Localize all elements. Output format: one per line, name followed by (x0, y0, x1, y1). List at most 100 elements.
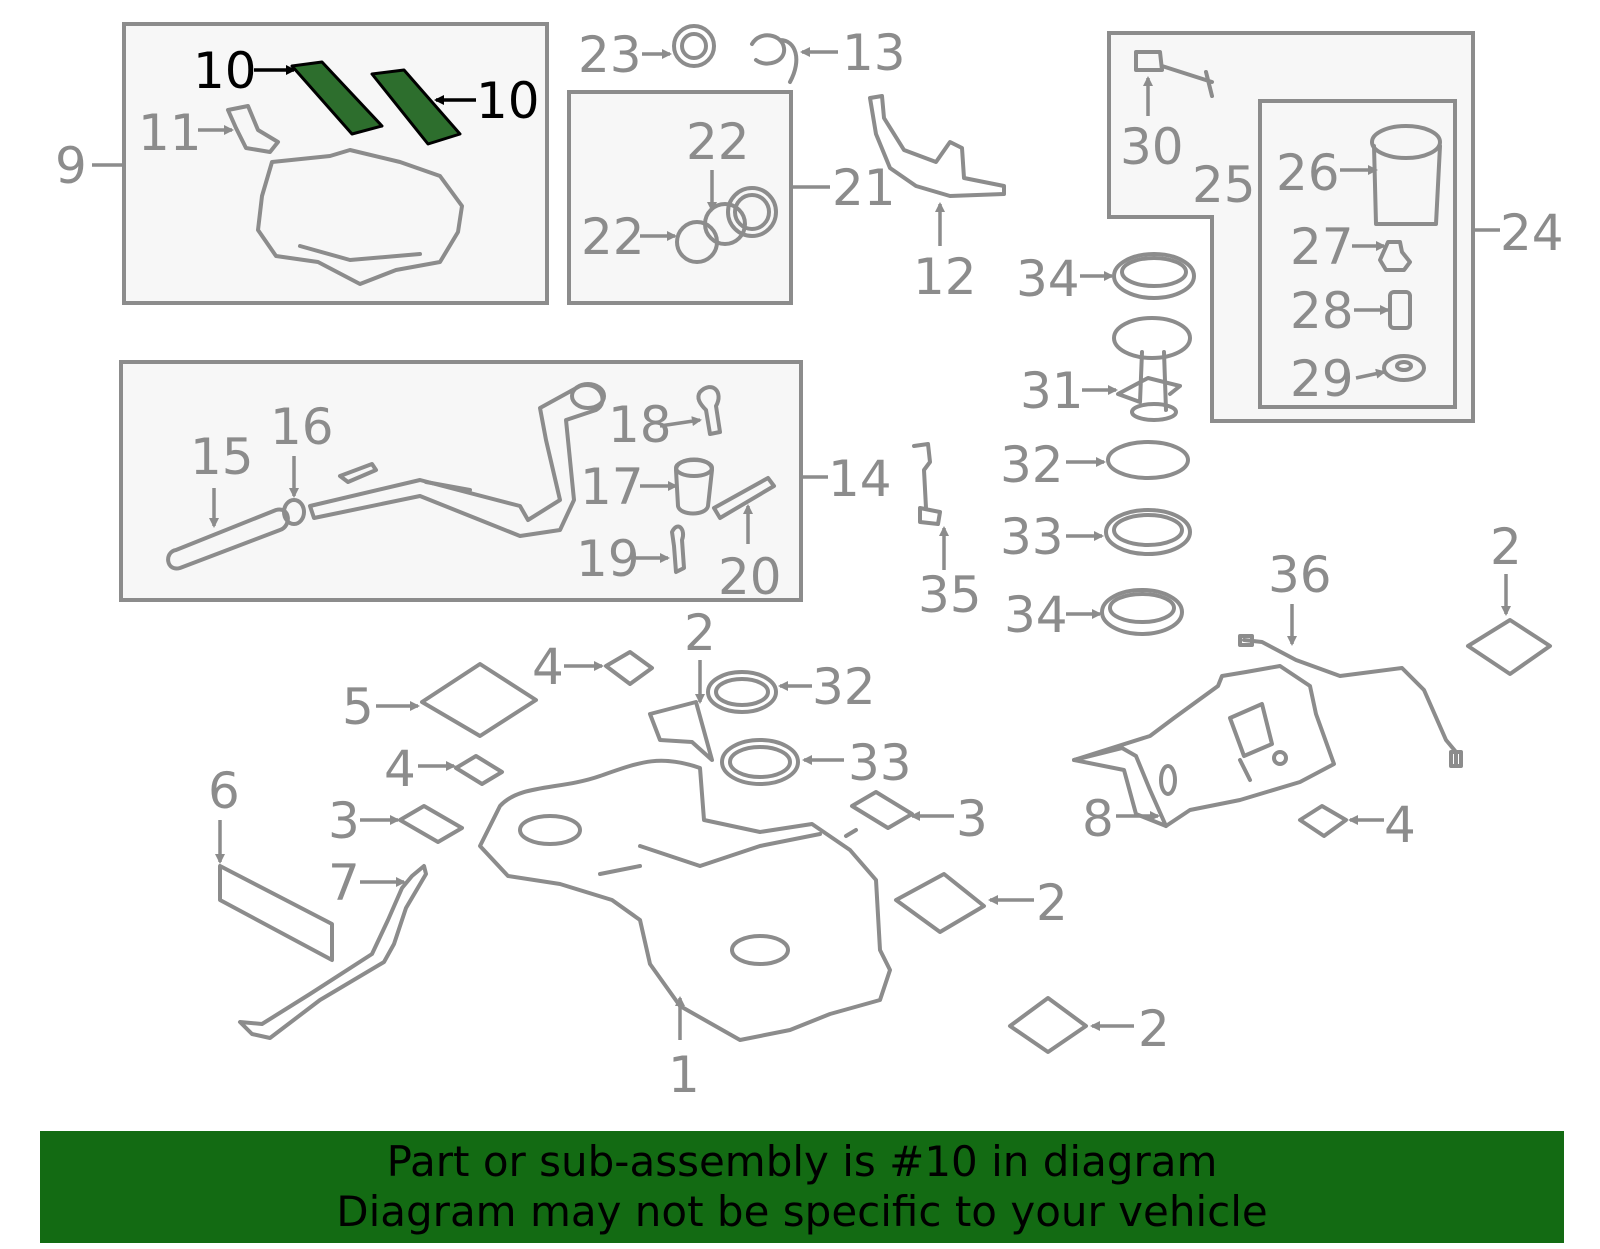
part-31-sender-plate[interactable] (1112, 316, 1192, 360)
notice-line-1: Part or sub-assembly is #10 in diagram (386, 1137, 1218, 1186)
callout-34-top: 34 (1016, 250, 1080, 308)
part-8-shield-slot (1159, 764, 1177, 796)
part-26-pump-top (1370, 124, 1442, 160)
callout-25: 25 (1192, 156, 1256, 214)
callout-12: 12 (913, 248, 977, 306)
callout-2-center: 2 (684, 604, 716, 662)
callout-15: 15 (190, 428, 254, 486)
callout-20: 20 (718, 548, 782, 606)
part-26-fuel-pump[interactable] (1372, 144, 1442, 226)
part-32-gasket[interactable] (1106, 440, 1190, 480)
callout-8: 8 (1082, 790, 1114, 848)
part-28-filter[interactable] (1388, 290, 1412, 330)
part-9-tank-shield[interactable] (256, 148, 464, 286)
part-6-strip[interactable] (218, 864, 334, 962)
part-1-fuel-tank[interactable] (478, 758, 892, 1042)
part-23-grommet[interactable] (672, 24, 716, 68)
part-33-ring-center[interactable] (720, 738, 800, 786)
part-22-ring[interactable] (726, 186, 778, 238)
notice-line-2: Diagram may not be specific to your vehi… (336, 1187, 1268, 1236)
part-34-lock-ring-top[interactable] (1112, 252, 1196, 300)
part-23-grommet-inner (680, 32, 708, 60)
callout-22-left: 22 (581, 208, 645, 266)
part-32-gasket-center-inner (714, 677, 770, 707)
part-22-ring-inner (733, 193, 771, 231)
leader-18 (659, 416, 702, 428)
callout-26: 26 (1276, 144, 1340, 202)
callout-33-center: 33 (848, 734, 912, 792)
part-12-bracket[interactable] (868, 94, 1006, 198)
callout-21: 21 (832, 159, 896, 217)
part-11-bracket[interactable] (226, 104, 280, 154)
part-7-strap[interactable] (238, 864, 428, 1040)
part-14-filler-detail (338, 462, 472, 492)
group-box-21 (567, 90, 793, 305)
callout-6: 6 (208, 762, 240, 820)
callout-30: 30 (1120, 118, 1184, 176)
part-5-pad[interactable] (420, 662, 538, 738)
part-4-pad-top[interactable] (604, 650, 654, 686)
part-31-sender-body (1116, 350, 1182, 412)
part-33-ring-inner (1112, 513, 1184, 547)
callout-13: 13 (842, 24, 906, 82)
part-3-pad-left[interactable] (398, 804, 464, 844)
part-19-hose[interactable] (670, 524, 686, 574)
callout-32-right: 32 (1000, 436, 1064, 494)
callout-10-left: 10 (193, 42, 257, 100)
part-36-harness[interactable] (1242, 638, 1458, 766)
callout-10-right: 10 (476, 72, 540, 130)
part-32-gasket-center[interactable] (706, 670, 778, 714)
callout-14: 14 (828, 450, 892, 508)
group-box-25 (1258, 99, 1457, 409)
part-34-lock-ring-bottom-inner (1108, 592, 1176, 624)
part-8-heat-shield[interactable] (1072, 664, 1336, 828)
callout-9: 9 (55, 137, 87, 195)
part-16-clamp[interactable] (282, 498, 306, 526)
group-box-14 (119, 360, 803, 602)
callout-24: 24 (1500, 204, 1564, 262)
callout-31: 31 (1020, 362, 1084, 420)
callout-4-right: 4 (1384, 796, 1416, 854)
part-2-pad-bottom[interactable] (1008, 996, 1088, 1054)
part-14-filler-neck (570, 382, 606, 410)
part-14-filler-pipe[interactable] (308, 383, 605, 538)
callout-3-left: 3 (328, 792, 360, 850)
part-2-pad-center[interactable] (648, 700, 714, 762)
part-4-pad-mid[interactable] (454, 754, 504, 786)
part-1-tank-opening-left (518, 814, 582, 846)
part-33-ring[interactable] (1104, 508, 1192, 556)
callout-18: 18 (608, 396, 672, 454)
part-20-pad[interactable] (712, 476, 776, 520)
part-10-pad-right[interactable] (370, 68, 462, 146)
part-18-hose[interactable] (696, 385, 722, 436)
callout-3-right: 3 (956, 790, 988, 848)
callout-35: 35 (918, 566, 982, 624)
callout-11: 11 (138, 104, 202, 162)
part-35-connector[interactable] (912, 442, 942, 526)
part-17-check-valve-top (674, 458, 714, 478)
part-1-tank-detail (598, 828, 858, 876)
leader-29 (1355, 368, 1386, 380)
callout-2-far-right: 2 (1490, 518, 1522, 576)
part-29-regulator-inner (1395, 360, 1413, 372)
part-34-lock-ring-bottom[interactable] (1100, 588, 1184, 636)
part-8-shield-hole (1272, 750, 1288, 766)
part-30-level-sender[interactable] (1134, 50, 1214, 98)
part-10-pad-left[interactable] (290, 60, 384, 136)
part-3-pad-right[interactable] (850, 790, 914, 830)
part-27-valve[interactable] (1378, 240, 1412, 272)
part-36-connector-left (1238, 634, 1254, 647)
part-1-tank-opening-bottom (730, 934, 790, 966)
callout-7: 7 (328, 854, 360, 912)
part-4-pad-right[interactable] (1298, 804, 1348, 838)
part-13-clamp[interactable] (750, 33, 799, 84)
callout-4-top: 4 (532, 638, 564, 696)
callout-16: 16 (270, 398, 334, 456)
part-29-regulator[interactable] (1382, 354, 1426, 382)
part-2-pad-far-right[interactable] (1466, 618, 1552, 676)
callout-33-right: 33 (1000, 508, 1064, 566)
part-2-pad-right[interactable] (894, 872, 986, 934)
part-22-cap-2[interactable] (703, 202, 747, 246)
part-8-shield-detail (1072, 702, 1274, 828)
